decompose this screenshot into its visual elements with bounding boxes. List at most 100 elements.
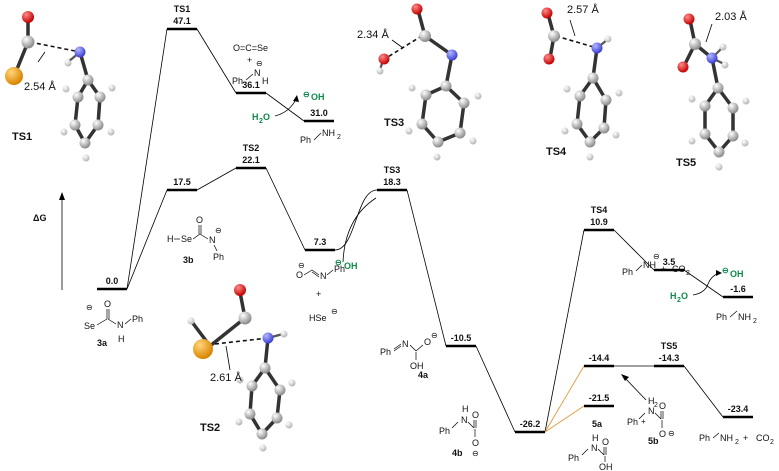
label-5b: 5b bbox=[648, 436, 659, 446]
svg-text:O: O bbox=[263, 112, 270, 122]
svg-text:+: + bbox=[247, 55, 252, 65]
svg-text:H: H bbox=[592, 433, 599, 443]
svg-text:N: N bbox=[254, 68, 261, 78]
compound-3a: ⊖ Se O N H Ph 3a bbox=[84, 299, 143, 348]
level-name-TS5: TS5 bbox=[661, 341, 678, 351]
svg-text:⊖: ⊖ bbox=[256, 59, 263, 68]
svg-text:N: N bbox=[402, 339, 409, 349]
connector-layer bbox=[126, 28, 724, 433]
ts4-distance: 2.57 Å bbox=[567, 3, 599, 16]
level-value-3b: 17.5 bbox=[173, 177, 191, 187]
svg-text:⊖: ⊖ bbox=[472, 449, 479, 458]
connector-TS2-p7 bbox=[265, 167, 306, 251]
svg-text:H: H bbox=[167, 234, 174, 244]
svg-text:2: 2 bbox=[337, 134, 341, 141]
ts1-structure bbox=[5, 11, 116, 162]
ts5-distance: 2.03 Å bbox=[715, 10, 747, 23]
svg-text:O: O bbox=[196, 215, 203, 225]
svg-text:2: 2 bbox=[259, 118, 263, 125]
svg-text:OH: OH bbox=[410, 361, 424, 371]
svg-text:2: 2 bbox=[677, 297, 681, 304]
level-name-TS1: TS1 bbox=[174, 4, 191, 14]
connector-4b-TS4 bbox=[544, 229, 585, 433]
svg-text:N: N bbox=[591, 443, 598, 453]
level-value-p144: -14.4 bbox=[589, 353, 610, 363]
svg-text:Ph: Ph bbox=[132, 314, 143, 324]
connector-TS4-p35 bbox=[613, 229, 655, 271]
connector-TS1-p36 bbox=[196, 28, 237, 94]
svg-text:OH: OH bbox=[730, 269, 744, 279]
svg-text:⊖: ⊖ bbox=[335, 258, 342, 267]
compound-4b: H N Ph O O ⊖ 4b bbox=[439, 404, 479, 458]
svg-text:N: N bbox=[648, 406, 655, 416]
svg-text:CO: CO bbox=[672, 264, 686, 274]
svg-text:O: O bbox=[104, 299, 111, 309]
svg-text:H: H bbox=[670, 291, 677, 301]
svg-text:N: N bbox=[117, 320, 124, 330]
connector-4a-4b bbox=[475, 345, 516, 433]
svg-text:⊖: ⊖ bbox=[668, 429, 675, 438]
svg-text:OH: OH bbox=[311, 92, 325, 102]
svg-text:⊖: ⊖ bbox=[431, 331, 438, 340]
level-value-TS1: 47.1 bbox=[173, 16, 191, 26]
compound-4a: Ph N O ⊖ OH 4a bbox=[380, 331, 438, 380]
svg-text:Ph: Ph bbox=[380, 347, 391, 357]
aniline-ts1: Ph NH 2 bbox=[300, 128, 341, 145]
level-name-TS3: TS3 bbox=[384, 165, 401, 175]
level-value-3a: 0.0 bbox=[106, 276, 119, 286]
level-value-p31: 31.0 bbox=[310, 108, 328, 118]
svg-text:N: N bbox=[461, 415, 468, 425]
ts2-structure bbox=[187, 284, 296, 452]
svg-text:NH: NH bbox=[720, 433, 733, 443]
svg-text:⊖: ⊖ bbox=[653, 252, 660, 261]
svg-text:OH: OH bbox=[599, 462, 613, 471]
svg-text:+: + bbox=[661, 264, 666, 274]
svg-text:O: O bbox=[602, 437, 609, 447]
ts3-structure bbox=[376, 3, 482, 161]
svg-text:Ph: Ph bbox=[439, 426, 450, 436]
dg-axis-label: ΔG bbox=[33, 213, 46, 223]
svg-text:Ph: Ph bbox=[300, 135, 311, 145]
level-value-p36: 36.1 bbox=[242, 80, 260, 90]
label-5a: 5a bbox=[592, 419, 603, 429]
connector-TS5-pm234 bbox=[683, 365, 724, 418]
svg-text:⊖: ⊖ bbox=[215, 226, 222, 235]
ts1-structure-label: TS1 bbox=[12, 131, 32, 143]
connector-4b-p144 bbox=[544, 365, 585, 433]
svg-text:O=C=Se: O=C=Se bbox=[233, 43, 268, 53]
level-value-5a: -21.5 bbox=[589, 393, 610, 403]
level-value-4b: -26.2 bbox=[520, 419, 541, 429]
level-layer: 0.047.1TS136.131.017.522.1TS27.318.3TS3-… bbox=[97, 4, 753, 434]
svg-text:⊖: ⊖ bbox=[298, 261, 305, 270]
level-value-pm16: -1.6 bbox=[730, 284, 746, 294]
ts4-products: Ph NH ⊖ + CO 2 bbox=[622, 252, 690, 277]
level-value-p35: 3.5 bbox=[663, 257, 676, 267]
svg-text:⊖: ⊖ bbox=[331, 307, 338, 316]
ts2-structure-label: TS2 bbox=[200, 422, 220, 434]
ts3-distance: 2.34 Å bbox=[357, 28, 389, 41]
svg-text:Ph: Ph bbox=[627, 417, 638, 427]
svg-text:+: + bbox=[316, 289, 321, 299]
label-4a: 4a bbox=[418, 370, 429, 380]
svg-text:H: H bbox=[252, 112, 259, 122]
dg-axis-arrowhead bbox=[59, 192, 65, 200]
svg-text:NH: NH bbox=[322, 128, 335, 138]
ts4-structure bbox=[541, 7, 623, 161]
svg-text:2: 2 bbox=[686, 270, 690, 277]
ts3-structure-label: TS3 bbox=[384, 117, 404, 129]
svg-text:O: O bbox=[659, 429, 666, 439]
level-value-TS4: 10.9 bbox=[590, 217, 608, 227]
level-value-pm234: -23.4 bbox=[728, 404, 749, 414]
svg-text:NH: NH bbox=[643, 260, 656, 270]
level-name-TS2: TS2 bbox=[243, 143, 260, 153]
svg-text:Ph: Ph bbox=[716, 312, 727, 322]
svg-text:H: H bbox=[118, 334, 125, 344]
ts2-distance: 2.61 Å bbox=[210, 371, 242, 384]
compound-3b: H Se O N ⊖ Ph 3b bbox=[167, 215, 224, 265]
connector-TS3-4a bbox=[406, 189, 447, 347]
svg-text:H: H bbox=[262, 76, 269, 86]
compound-5b: H 2 N + Ph O O ⊖ 5b bbox=[621, 374, 675, 446]
svg-text:+: + bbox=[743, 433, 748, 443]
ts4-structure-label: TS4 bbox=[546, 146, 567, 158]
